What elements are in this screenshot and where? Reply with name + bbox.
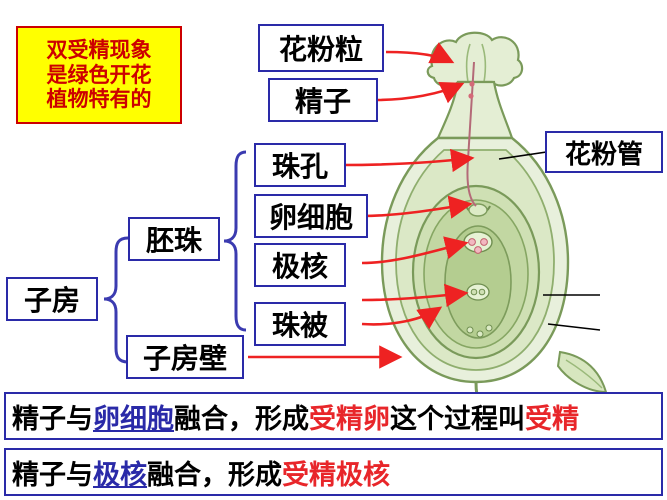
- label-ovule: 胚珠: [128, 217, 220, 261]
- sentence-fertilization-polar: 精子与 极核融合，形成受精极核: [4, 448, 663, 496]
- sentence-1-seg-0: 精子与: [12, 403, 93, 435]
- label-pollen-tube: 花粉管: [545, 131, 663, 173]
- label-micropyle: 珠孔: [254, 143, 346, 187]
- ovary-drawing: [380, 31, 608, 422]
- sentence-1-seg-4: 这个过程叫: [390, 403, 525, 435]
- arrow-pollen-grain: [385, 42, 455, 64]
- label-pollen-grain: 花粉粒: [258, 24, 384, 72]
- sentence-1-seg-5: 受精: [525, 403, 579, 435]
- label-ovary-wall: 子房壁: [126, 335, 244, 379]
- title-box: 双受精现象 是绿色开花 植物特有的: [16, 26, 182, 124]
- label-ovary: 子房: [6, 277, 98, 321]
- arrow-micropyle2: [361, 195, 473, 219]
- label-integument: 珠被: [254, 302, 346, 346]
- sentence-fertilization-egg: 精子与卵细胞融合，形成受精卵这个过程叫受精: [4, 392, 663, 440]
- sentence-1-seg-3: 受精卵: [309, 403, 390, 435]
- title-line-1: 双受精现象: [46, 37, 152, 62]
- sentence-2-seg-0: 精子与: [12, 459, 93, 491]
- sentence-2-seg-3: 受精极核: [282, 459, 390, 491]
- arrow-sperm: [375, 81, 465, 104]
- sentence-2-seg-2: 融合，形成: [147, 459, 282, 491]
- sentence-2-seg-1: 极核: [93, 459, 147, 491]
- label-sperm: 精子: [268, 78, 378, 122]
- pointer-arrows: [248, 42, 475, 369]
- arrow-polar-nuclei: [361, 283, 469, 308]
- label-polar-nuclei: 极核: [254, 243, 346, 287]
- brace-ovary: [103, 236, 129, 364]
- arrow-micropyle: [340, 148, 475, 173]
- braces: [103, 150, 247, 364]
- title-line-2: 是绿色开花: [46, 62, 152, 87]
- label-egg-cell: 卵细胞: [254, 194, 368, 238]
- arrow-integument: [361, 306, 443, 330]
- sentence-1-seg-1: 卵细胞: [93, 403, 174, 435]
- brace-ovule: [223, 150, 247, 332]
- sentence-1-seg-2: 融合，形成: [174, 403, 309, 435]
- title-line-3: 植物特有的: [46, 87, 152, 112]
- arrow-egg-cell: [361, 236, 469, 265]
